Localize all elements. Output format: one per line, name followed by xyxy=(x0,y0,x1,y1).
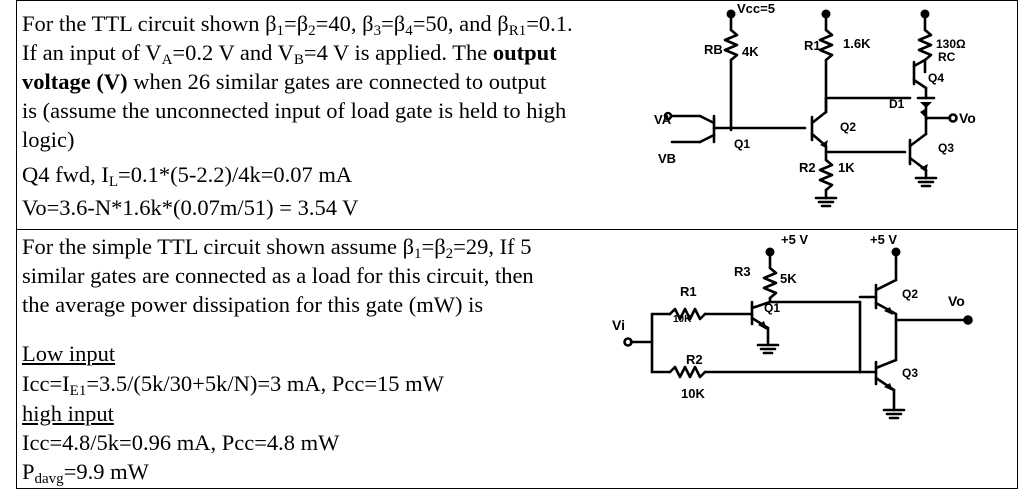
c1-rc-value: 130Ω xyxy=(936,37,966,51)
c2-vi-label: Vi xyxy=(612,317,625,333)
c2-vo-label: Vo xyxy=(948,293,965,309)
c1-rc-label: RC xyxy=(938,50,956,64)
c2-r3-label: R3 xyxy=(734,264,751,279)
content-frame xyxy=(16,0,1018,489)
c2-q2-label: Q2 xyxy=(902,287,918,301)
q1-line-4: is (assume the unconnected input of load… xyxy=(22,98,567,123)
c2-r3-value: 5K xyxy=(780,271,797,286)
c1-r2-value: 1K xyxy=(838,160,855,175)
q2-line-5: Low input xyxy=(22,341,116,366)
c2-r2-value: 10K xyxy=(681,386,705,401)
c1-rb-label: RB xyxy=(704,42,723,57)
c1-q2-label: Q2 xyxy=(840,120,856,134)
q2-line-1: For the simple TTL circuit shown assume … xyxy=(22,234,532,262)
q2-line-2: similar gates are connected as a load fo… xyxy=(22,263,534,288)
c1-q1-label: Q1 xyxy=(734,137,750,151)
bottom-border xyxy=(16,488,1018,489)
q1-line-5: logic) xyxy=(22,127,75,152)
c1-r1-label: R1 xyxy=(804,38,821,53)
c2-r1-label: R1 xyxy=(680,284,697,299)
q2-line-6: Icc=IE1=3.5/(5k/30+5k/N)=3 mA, Pcc=15 mW xyxy=(22,371,444,399)
c1-q3-label: Q3 xyxy=(938,141,954,155)
c1-va-label: VA xyxy=(654,112,672,127)
c1-q4-label: Q4 xyxy=(928,71,944,85)
q1-line-2: If an input of VA=0.2 V and VB=4 V is ap… xyxy=(22,40,557,68)
q1-line-6: Q4 fwd, IL=0.1*(5-2.2)/4k=0.07 mA xyxy=(22,162,353,190)
q1-line-3: voltage (V) when 26 similar gates are co… xyxy=(22,69,547,94)
c2-v5a-label: +5 V xyxy=(781,232,808,247)
q2-line-8: Icc=4.8/5k=0.96 mA, Pcc=4.8 mW xyxy=(22,430,340,455)
top-border xyxy=(16,0,1018,1)
c1-r2-label: R2 xyxy=(799,160,816,175)
q2-line-9: Pdavg=9.9 mW xyxy=(22,459,149,487)
c1-d1-label: D1 xyxy=(889,97,905,111)
q2-line-3: the average power dissipation for this g… xyxy=(22,292,484,317)
q1-line-1: For the TTL circuit shown β1=β2=40, β3=β… xyxy=(22,11,573,39)
c2-q1-label: Q1 xyxy=(764,301,780,315)
c1-r1-value: 1.6K xyxy=(843,36,871,51)
section-divider xyxy=(16,229,1018,230)
c1-vcc-label: Vcc=5 xyxy=(737,1,775,16)
c1-vb-label: VB xyxy=(658,151,676,166)
c2-r2-label: R2 xyxy=(686,352,703,367)
c2-v5b-label: +5 V xyxy=(870,232,897,247)
q1-line-7: Vo=3.6-N*1.6k*(0.07m/51) = 3.54 V xyxy=(22,195,359,220)
c2-q3-label: Q3 xyxy=(902,366,918,380)
c1-rb-value: 4K xyxy=(742,44,759,59)
c2-r1-value: 10K xyxy=(673,314,692,325)
c1-vo-label: Vo xyxy=(959,110,976,126)
q2-line-7: high input xyxy=(22,401,114,426)
